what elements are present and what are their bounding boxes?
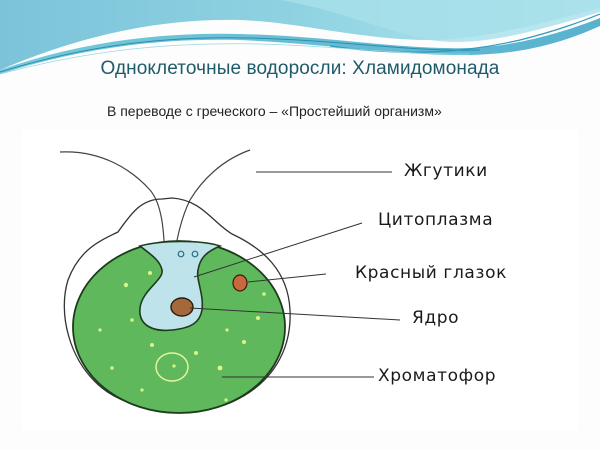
label-eyespot: Красный глазок	[355, 263, 507, 283]
slide-subtitle: В переводе с греческого – «Простейший ор…	[107, 103, 442, 119]
label-flagella: Жгутики	[404, 161, 488, 181]
slide-title: Одноклеточные водоросли: Хламидомонада	[100, 58, 500, 79]
cell-illustration	[59, 149, 401, 414]
label-nucleus: Ядро	[412, 308, 460, 328]
header-wave-decoration	[0, 0, 600, 75]
chlamydomonas-diagram: Жгутики Цитоплазма Красный глазок Ядро Х…	[22, 130, 578, 430]
label-chromatophore: Хроматофор	[378, 366, 497, 386]
label-cytoplasm: Цитоплазма	[378, 210, 494, 230]
